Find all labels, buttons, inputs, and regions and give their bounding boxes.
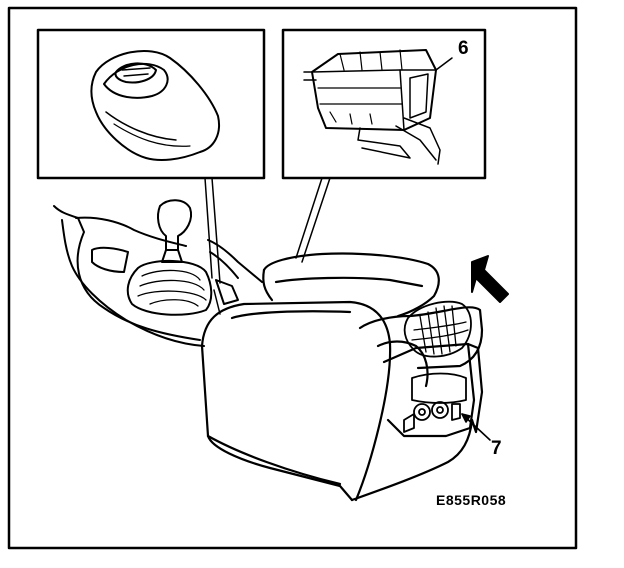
console-trim-surround xyxy=(53,205,263,347)
switch-panel xyxy=(403,372,467,433)
gear-lever xyxy=(126,199,213,316)
callout-7-leader xyxy=(461,413,491,441)
detail-inset-right xyxy=(281,28,487,180)
air-vent xyxy=(403,300,472,358)
direction-arrow xyxy=(471,255,509,303)
callout-7-label: 7 xyxy=(491,438,502,459)
knob-cap-detail xyxy=(90,50,220,161)
detail-inset-left xyxy=(36,28,266,180)
switch-module-detail xyxy=(303,49,453,165)
callout-6-label: 6 xyxy=(458,38,469,59)
outer-border xyxy=(7,6,578,550)
figure-code: E855R058 xyxy=(436,492,507,508)
center-console xyxy=(200,252,484,502)
inset-leader-lines xyxy=(204,177,331,284)
